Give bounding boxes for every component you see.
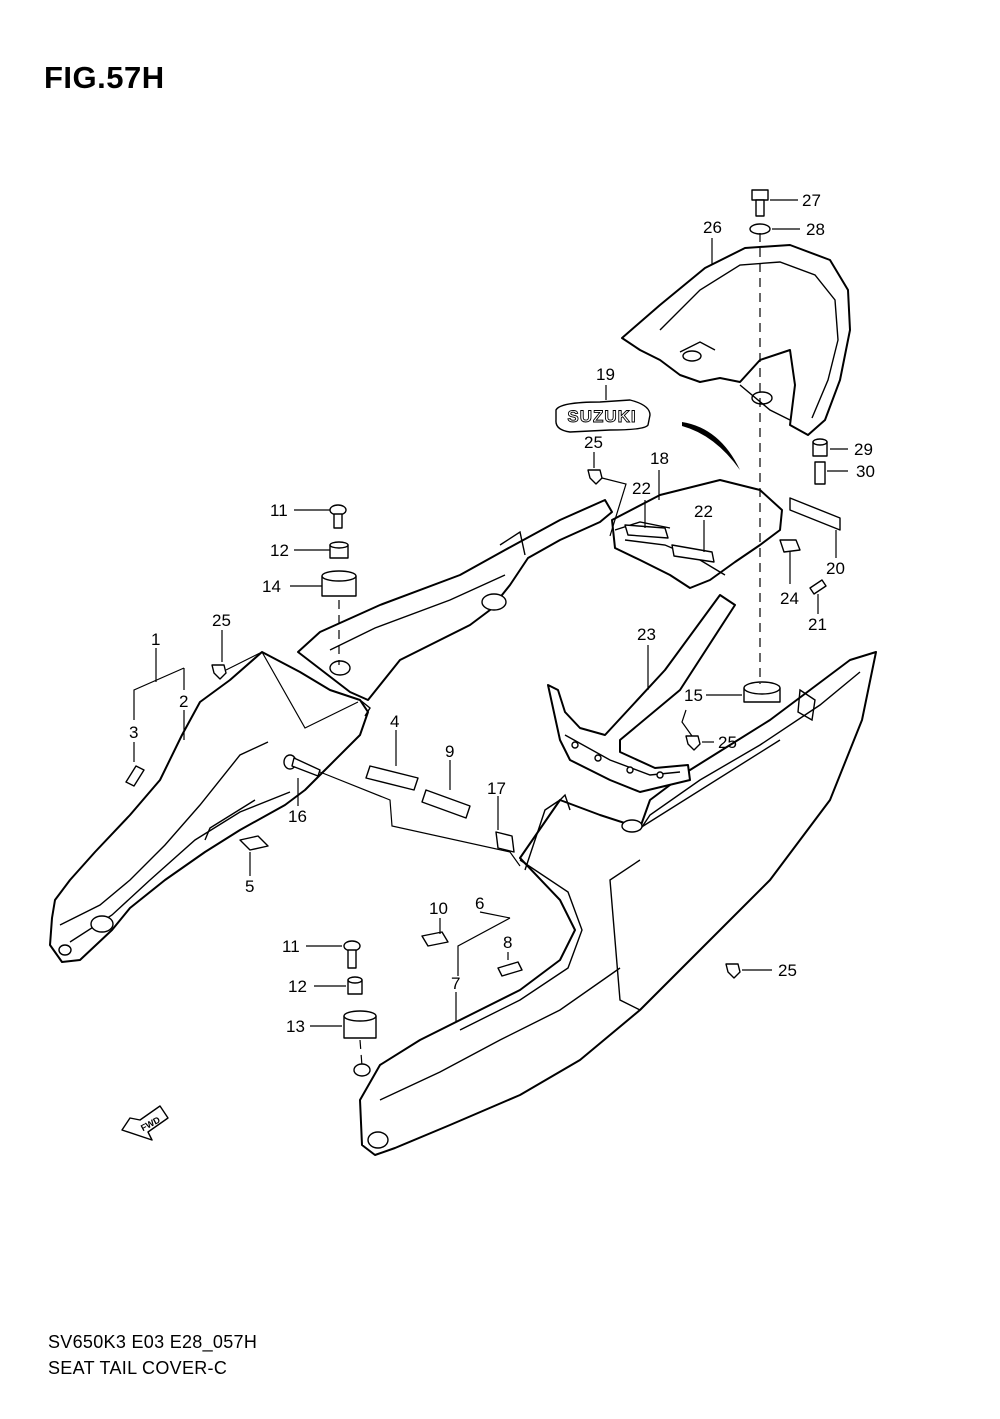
callout-25-a: 25 [584, 433, 603, 452]
screw-11-top[interactable] [329, 504, 347, 529]
callout-4: 4 [390, 712, 399, 731]
callout-22-a: 22 [632, 479, 651, 498]
callout-13: 13 [286, 1017, 305, 1036]
bolt-27[interactable] [751, 189, 769, 217]
label-4[interactable] [365, 765, 419, 791]
footer-diagram-code: SV650K3 E03 E28_057H [48, 1332, 258, 1352]
callout-12-a: 12 [270, 541, 289, 560]
callout-29: 29 [854, 440, 873, 459]
assembly-lines [225, 233, 761, 1067]
left-side-cover[interactable] [49, 651, 369, 963]
callout-18: 18 [650, 449, 669, 468]
seat-frame-bracket[interactable] [297, 499, 613, 717]
callout-21: 21 [808, 615, 827, 634]
rear-center-plate[interactable] [611, 479, 783, 589]
clip-17[interactable] [495, 831, 515, 853]
right-side-cover[interactable] [353, 651, 877, 1156]
callout-28: 28 [806, 220, 825, 239]
callout-22-b: 22 [694, 502, 713, 521]
callout-25-c: 25 [718, 733, 737, 752]
callout-8: 8 [503, 933, 512, 952]
grommet-14[interactable] [321, 570, 357, 597]
callout-6: 6 [475, 894, 484, 913]
callout-1: 1 [151, 630, 160, 649]
collar-12-top[interactable] [329, 541, 349, 559]
callout-16: 16 [288, 807, 307, 826]
screw-11-bottom[interactable] [343, 940, 361, 969]
washer-28[interactable] [749, 223, 771, 235]
clip-25-b[interactable] [211, 664, 227, 680]
callout-27: 27 [802, 191, 821, 210]
callout-20: 20 [826, 559, 845, 578]
suzuki-emblem-text: SUZUKI [567, 407, 636, 426]
cushion-20[interactable] [789, 497, 841, 531]
callout-23: 23 [637, 625, 656, 644]
callout-12-b: 12 [288, 977, 307, 996]
callout-30: 30 [856, 462, 875, 481]
cushion-21[interactable] [809, 579, 827, 595]
callout-25-b: 25 [212, 611, 231, 630]
grommet-15[interactable] [743, 681, 781, 703]
callout-3: 3 [129, 723, 138, 742]
callout-25-d: 25 [778, 961, 797, 980]
collar-12-bottom[interactable] [347, 976, 363, 995]
callout-11-b: 11 [282, 937, 300, 956]
leader-lines [133, 199, 848, 1027]
callout-26: 26 [703, 218, 722, 237]
label-9[interactable] [421, 789, 471, 819]
callout-19: 19 [596, 365, 615, 384]
fwd-arrow: FWD [121, 1105, 169, 1141]
clip-25-d[interactable] [725, 963, 741, 979]
stiffener-frame[interactable] [547, 594, 736, 793]
grab-handle[interactable] [621, 244, 851, 436]
grommet-13[interactable] [343, 1010, 377, 1039]
figure-title: FIG.57H [44, 60, 165, 95]
footer-diagram-name: SEAT TAIL COVER-C [48, 1358, 228, 1378]
callout-11-a: 11 [270, 501, 288, 520]
callout-numbers: 27 28 26 19 25 18 22 22 29 30 20 24 21 2… [129, 191, 875, 1036]
callout-5: 5 [245, 877, 254, 896]
clip-25-a[interactable] [587, 469, 603, 485]
label-8[interactable] [497, 961, 523, 977]
callout-14: 14 [262, 577, 281, 596]
callout-10: 10 [429, 899, 448, 918]
callout-7: 7 [451, 974, 460, 993]
label-3[interactable] [125, 765, 145, 787]
callout-9: 9 [445, 742, 454, 761]
callout-2: 2 [179, 692, 188, 711]
clip-24[interactable] [779, 539, 801, 553]
spacer-29[interactable] [812, 438, 828, 457]
swoosh-mark [682, 422, 740, 470]
callout-15: 15 [684, 686, 703, 705]
label-5[interactable] [239, 835, 269, 851]
callout-24: 24 [780, 589, 799, 608]
screw-16[interactable] [283, 754, 321, 777]
suzuki-emblem[interactable]: SUZUKI [555, 399, 651, 433]
bolt-30[interactable] [814, 461, 826, 485]
label-10[interactable] [421, 931, 449, 947]
callout-17: 17 [487, 779, 506, 798]
clip-25-c[interactable] [685, 735, 701, 751]
